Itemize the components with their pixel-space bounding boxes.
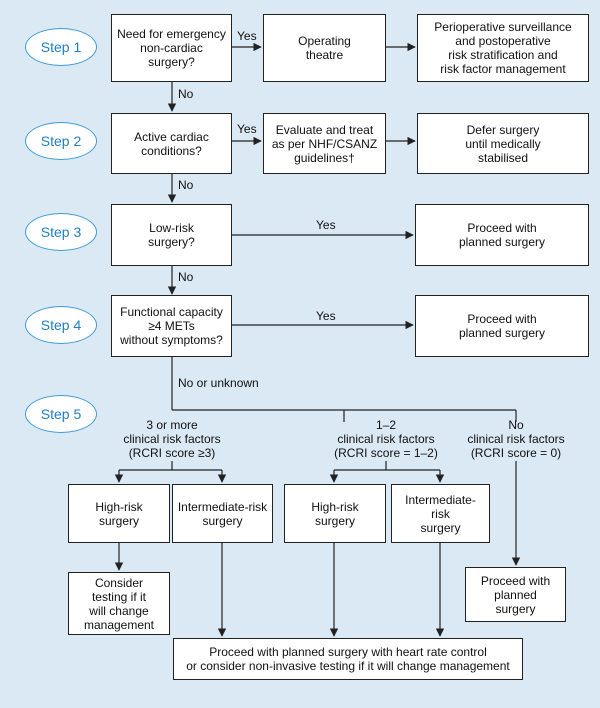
yes-label-2: Yes (237, 122, 257, 136)
group-no-risk-factors: No clinical risk factors (RCRI score = 0… (467, 418, 565, 460)
step-4-badge: Step 4 (25, 306, 97, 344)
proceed-no-risk-box: Proceed with planned surgery (465, 567, 566, 622)
high-risk-surgery-box-a: High-risk surgery (68, 484, 170, 543)
q4-functional-capacity-box: Functional capacity ≥4 METs without symp… (111, 295, 232, 357)
intermediate-risk-surgery-box-b: Intermediate-risk surgery (391, 484, 490, 543)
yes-label-3: Yes (316, 218, 336, 232)
no-label-2: No (178, 178, 194, 192)
defer-surgery-box: Defer surgery until medically stabilised (417, 113, 589, 174)
consider-testing-box: Consider testing if it will change manag… (68, 572, 170, 635)
q1-emergency-surgery-box: Need for emergency non-cardiac surgery? (111, 14, 232, 82)
yes-label-1: Yes (237, 29, 257, 43)
evaluate-treat-box: Evaluate and treat as per NHF/CSANZ guid… (263, 113, 386, 174)
final-proceed-box: Proceed with planned surgery with heart … (173, 638, 523, 680)
group-3plus-risk-factors: 3 or more clinical risk factors (RCRI sc… (123, 418, 221, 460)
q3-low-risk-box: Low-risk surgery? (111, 204, 232, 266)
proceed-step4-box: Proceed with planned surgery (415, 295, 589, 357)
q2-active-cardiac-box: Active cardiac conditions? (111, 113, 232, 174)
step-5-badge: Step 5 (25, 395, 97, 433)
step-3-badge: Step 3 (25, 213, 97, 251)
proceed-step3-box: Proceed with planned surgery (415, 204, 589, 266)
no-or-unknown-label: No or unknown (178, 376, 259, 390)
group-1-2-risk-factors: 1–2 clinical risk factors (RCRI score = … (334, 418, 438, 460)
yes-label-4: Yes (316, 309, 336, 323)
step-1-badge: Step 1 (25, 28, 97, 66)
step-2-badge: Step 2 (25, 122, 97, 160)
intermediate-risk-surgery-box-a: Intermediate-risk surgery (172, 484, 273, 543)
perioperative-surveillance-box: Perioperative surveillance and postopera… (417, 14, 589, 82)
operating-theatre-box: Operating theatre (263, 14, 386, 82)
no-label-3: No (178, 270, 194, 284)
high-risk-surgery-box-b: High-risk surgery (284, 484, 386, 543)
no-label-1: No (178, 87, 194, 101)
